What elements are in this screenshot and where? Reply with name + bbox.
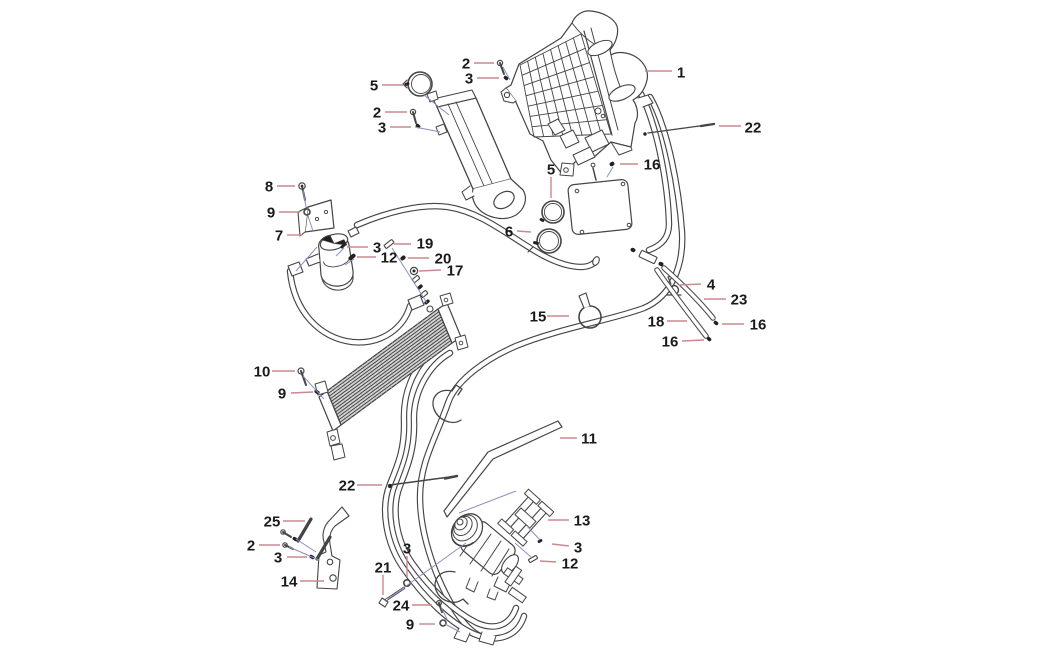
svg-text:6: 6 (505, 224, 513, 241)
svg-text:24: 24 (393, 598, 410, 615)
svg-text:23: 23 (731, 292, 748, 309)
svg-text:12: 12 (381, 250, 398, 267)
svg-text:8: 8 (265, 179, 273, 196)
svg-text:3: 3 (378, 120, 386, 137)
svg-text:20: 20 (435, 251, 452, 268)
svg-text:2: 2 (462, 56, 470, 73)
svg-text:22: 22 (339, 478, 356, 495)
svg-text:11: 11 (581, 431, 597, 448)
svg-text:3: 3 (373, 240, 381, 257)
svg-text:9: 9 (278, 386, 286, 403)
svg-text:16: 16 (750, 317, 767, 334)
svg-text:18: 18 (648, 314, 665, 331)
svg-text:3: 3 (574, 540, 582, 557)
svg-text:7: 7 (275, 228, 283, 245)
svg-text:15: 15 (530, 309, 547, 326)
svg-text:1: 1 (677, 65, 685, 82)
svg-text:14: 14 (281, 574, 298, 591)
svg-text:3: 3 (465, 71, 473, 88)
svg-text:2: 2 (247, 538, 255, 555)
svg-text:3: 3 (403, 541, 411, 558)
svg-text:5: 5 (370, 78, 378, 95)
svg-text:25: 25 (264, 514, 281, 531)
svg-text:13: 13 (574, 513, 591, 530)
svg-text:4: 4 (707, 277, 716, 294)
svg-text:5: 5 (547, 162, 555, 179)
svg-text:12: 12 (562, 556, 579, 573)
svg-text:3: 3 (274, 550, 282, 567)
svg-text:19: 19 (417, 236, 434, 253)
svg-text:9: 9 (267, 205, 275, 222)
svg-text:16: 16 (662, 334, 679, 351)
svg-text:21: 21 (375, 560, 392, 577)
svg-text:10: 10 (254, 364, 271, 381)
svg-text:16: 16 (644, 157, 661, 174)
svg-text:17: 17 (447, 263, 464, 280)
svg-text:2: 2 (373, 105, 381, 122)
svg-text:22: 22 (745, 120, 762, 137)
svg-text:9: 9 (406, 617, 414, 634)
